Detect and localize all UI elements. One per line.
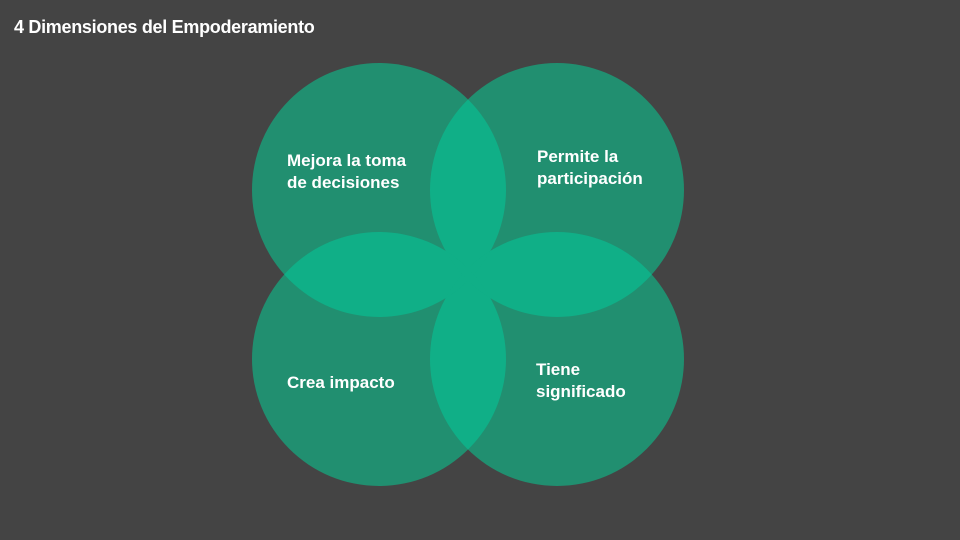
label-permite-participacion: Permite la participación — [537, 147, 643, 189]
label-crea-impacto: Crea impacto — [287, 373, 395, 392]
overlap-right — [430, 232, 684, 317]
slide-title: 4 Dimensiones del Empoderamiento — [14, 17, 315, 37]
overlap-left — [252, 232, 506, 317]
label-mejora-decisiones: Mejora la toma de decisiones — [287, 151, 407, 193]
label-tiene-significado: Tiene significado — [536, 360, 626, 402]
